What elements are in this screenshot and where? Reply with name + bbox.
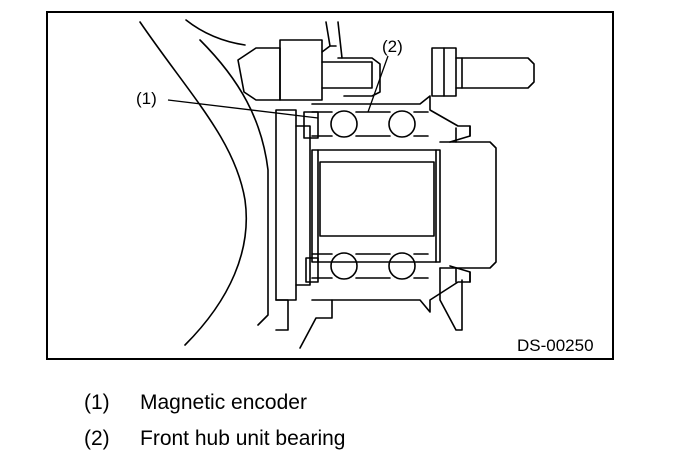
bearing-ball <box>330 252 358 280</box>
upper-bolt-head <box>237 47 281 101</box>
callout-2-leader <box>367 55 389 113</box>
magnetic-encoder <box>303 111 319 139</box>
wheel-stud-shank <box>455 57 535 89</box>
legend-number: (1) <box>84 391 110 414</box>
knuckle-outline <box>139 21 247 346</box>
legend-number: (2) <box>84 427 110 450</box>
upper-bolt-shank <box>321 61 373 89</box>
bearing-ball <box>330 110 358 138</box>
callout-1-label: (1) <box>136 89 157 108</box>
hub-flange <box>439 141 497 269</box>
figure-code: DS-00250 <box>517 336 594 355</box>
lower-strut <box>299 299 333 349</box>
hub-bore-outer <box>311 149 441 263</box>
knuckle-flange <box>275 109 297 301</box>
bearing-outer-race-top <box>311 95 471 143</box>
callout-2-label: (2) <box>382 37 403 56</box>
legend-text: Magnetic encoder <box>140 391 307 414</box>
hub-flange-lower <box>439 267 463 331</box>
upper-nut <box>279 39 323 101</box>
bearing-ball <box>388 252 416 280</box>
knuckle-step <box>295 125 311 286</box>
legend-text: Front hub unit bearing <box>140 427 346 450</box>
wheel-stud-head <box>431 47 457 97</box>
knuckle-top-curve <box>185 19 246 46</box>
bearing-ball <box>388 110 416 138</box>
legend-item: (1) Magnetic encoder <box>84 392 307 413</box>
diagram-border <box>46 11 614 360</box>
hub-bore-inner <box>319 161 435 237</box>
knuckle-inner-outline <box>199 39 269 326</box>
legend-item: (2) Front hub unit bearing <box>84 428 345 449</box>
callout-1-leader <box>167 99 319 119</box>
